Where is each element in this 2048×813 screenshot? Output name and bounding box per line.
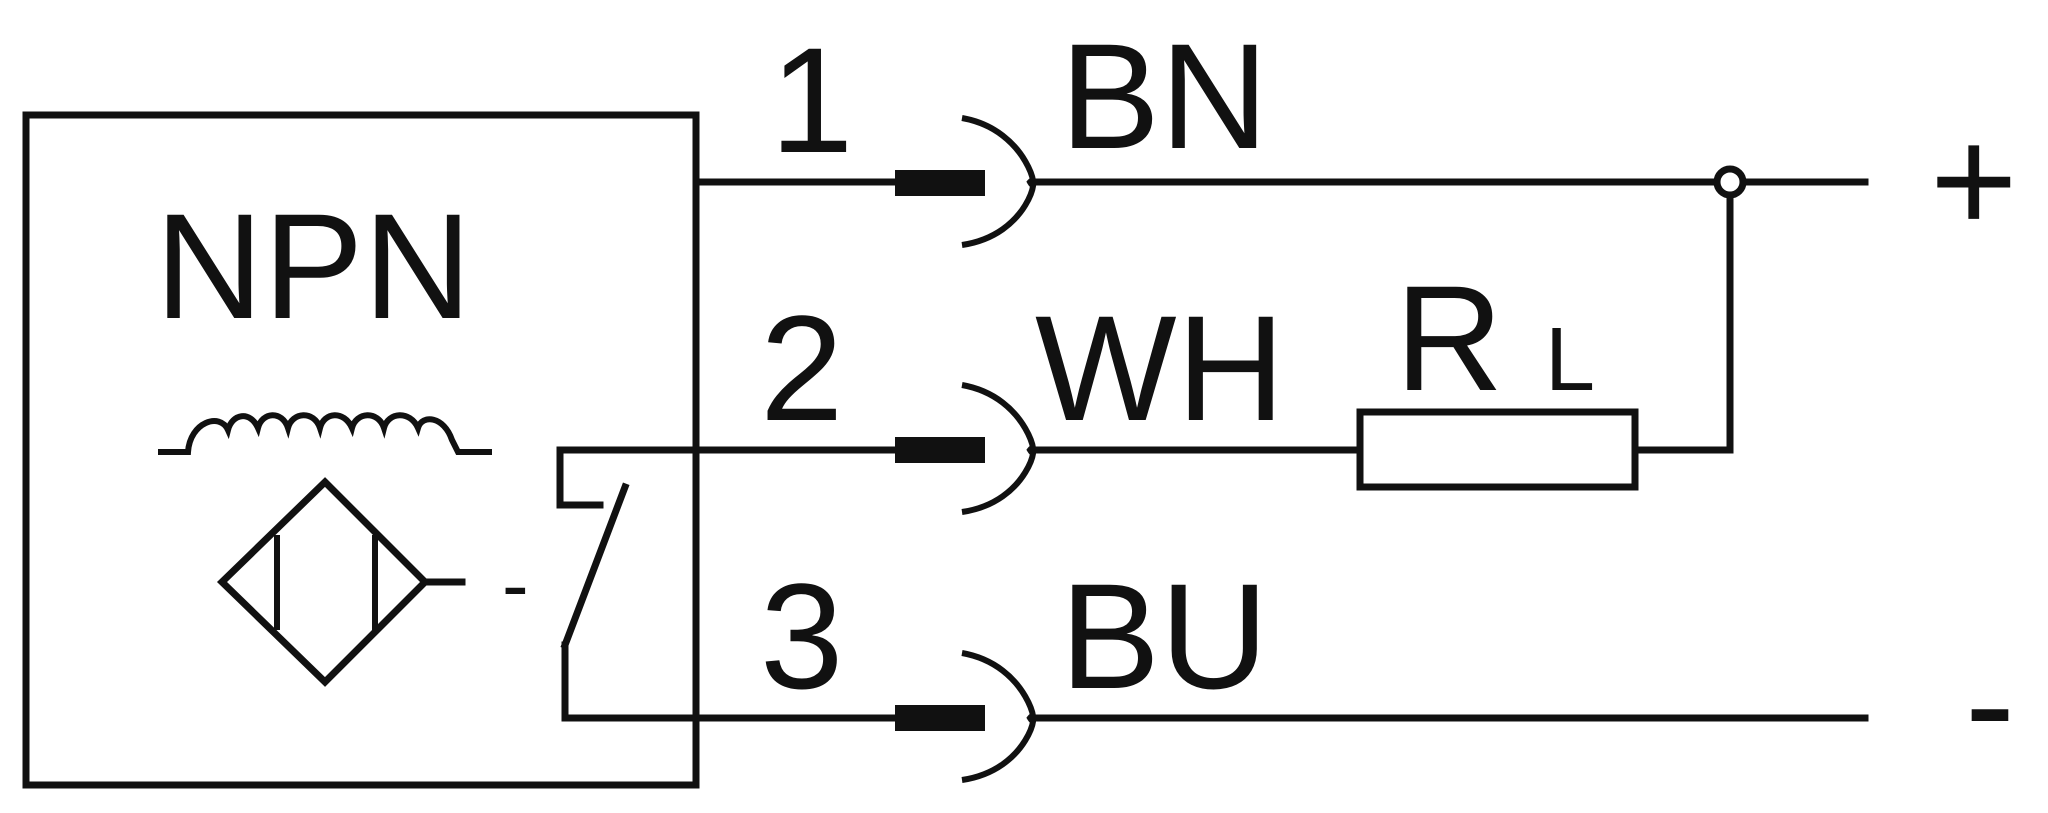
- pin-3-number: 3: [760, 552, 843, 720]
- pin-2-color-label: WH: [1035, 284, 1285, 452]
- wire-2: [696, 192, 1734, 515]
- coil-icon: [158, 412, 492, 455]
- junction-node: [1713, 165, 1747, 199]
- pin-1-contact: [895, 170, 985, 196]
- pin-3-color-label: BU: [1060, 552, 1268, 720]
- pin-1-color-label: BN: [1060, 12, 1268, 180]
- load-resistor: [1356, 408, 1639, 491]
- supply-positive-label: +: [1930, 96, 2018, 264]
- load-symbol: R: [1395, 254, 1503, 422]
- sensor-type-label: NPN: [155, 182, 472, 350]
- switch-marker: -: [502, 540, 529, 629]
- output-switch: [556, 446, 704, 722]
- pin-2-number: 2: [760, 284, 843, 452]
- pin-3-contact: [895, 705, 985, 731]
- wire-1: [692, 115, 1869, 248]
- load-subscript: L: [1545, 310, 1595, 410]
- proximity-sensor-icon: [216, 477, 466, 687]
- load-label: R L: [1395, 254, 1595, 422]
- pin-2-contact: [895, 437, 985, 463]
- supply-negative-label: -: [1965, 619, 2015, 787]
- pin-1-number: 1: [770, 16, 853, 184]
- wire-3: [696, 650, 1869, 783]
